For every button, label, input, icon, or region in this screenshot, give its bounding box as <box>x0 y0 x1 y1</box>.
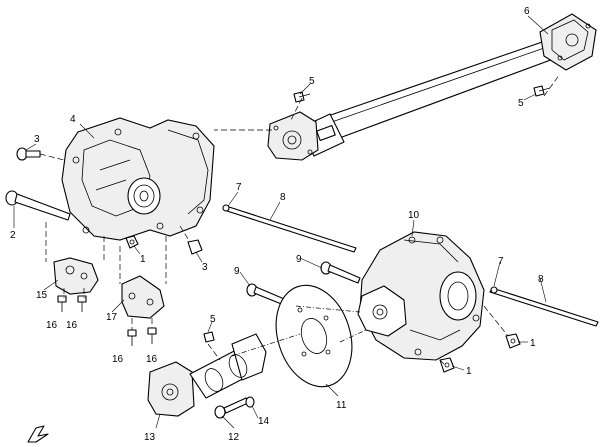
long-bolt-2 <box>5 190 71 221</box>
callout-13: 13 <box>144 432 156 443</box>
bolt-9-upper <box>320 261 361 284</box>
callout-8-rear: 8 <box>538 274 544 285</box>
callout-15: 15 <box>36 290 48 301</box>
washer-14 <box>245 396 255 408</box>
callout-16-b: 16 <box>66 320 78 331</box>
callout-7-front: 7 <box>236 182 242 193</box>
callout-2: 2 <box>10 230 16 241</box>
callout-8-front: 8 <box>280 192 286 203</box>
nut-1-front <box>125 235 139 249</box>
mounting-bracket-15 <box>53 257 99 295</box>
callout-6: 6 <box>524 6 530 17</box>
callout-9-upper: 9 <box>296 254 302 265</box>
rear-gearcase <box>357 231 485 361</box>
direction-arrow <box>27 425 49 443</box>
axle-shaft-8-rear <box>489 286 599 327</box>
mounting-bracket-17 <box>121 275 165 319</box>
callout-12: 12 <box>228 432 240 443</box>
callout-5-top: 5 <box>309 76 315 87</box>
axle-shaft-8-front <box>222 204 357 253</box>
bolts-16-right <box>127 327 157 346</box>
callout-17: 17 <box>106 312 118 323</box>
callout-16-d: 16 <box>146 354 158 365</box>
bolt-5-lower <box>203 331 215 343</box>
callout-3-top: 3 <box>34 134 40 145</box>
front-gearcase <box>61 117 215 241</box>
callout-5-right: 5 <box>518 98 524 109</box>
callout-16-a: 16 <box>46 320 58 331</box>
callout-14: 14 <box>258 416 270 427</box>
nut-1-rear-bottom <box>439 357 455 373</box>
short-drive-shaft <box>147 333 267 417</box>
bolt-12 <box>214 397 249 419</box>
nut-1-rear-right <box>505 333 521 349</box>
bolt-3-top <box>16 147 41 161</box>
bolt-5-shaft-rear <box>533 85 551 97</box>
alignment-lines <box>39 73 561 365</box>
callout-1-front: 1 <box>140 254 146 265</box>
propeller-shaft <box>267 13 597 161</box>
callout-9-lower: 9 <box>234 266 240 277</box>
callout-5-lower: 5 <box>210 314 216 325</box>
callout-10: 10 <box>408 210 420 221</box>
callout-7-rear: 7 <box>498 256 504 267</box>
callout-11: 11 <box>336 400 347 411</box>
callout-16-c: 16 <box>112 354 124 365</box>
callouts: 6 5 5 4 3 2 7 8 1 3 15 16 16 17 16 16 10… <box>10 6 544 443</box>
leader-lines <box>13 15 549 429</box>
brake-disc <box>275 284 353 388</box>
callout-3-lower: 3 <box>202 262 208 273</box>
bolts-16-left <box>57 295 87 312</box>
bolt-3-lower <box>187 239 203 255</box>
bolt-5-shaft-front <box>293 91 311 103</box>
callout-4: 4 <box>70 114 76 125</box>
callout-1-rear-right: 1 <box>530 338 536 349</box>
callout-1-rear-bottom: 1 <box>466 366 472 377</box>
